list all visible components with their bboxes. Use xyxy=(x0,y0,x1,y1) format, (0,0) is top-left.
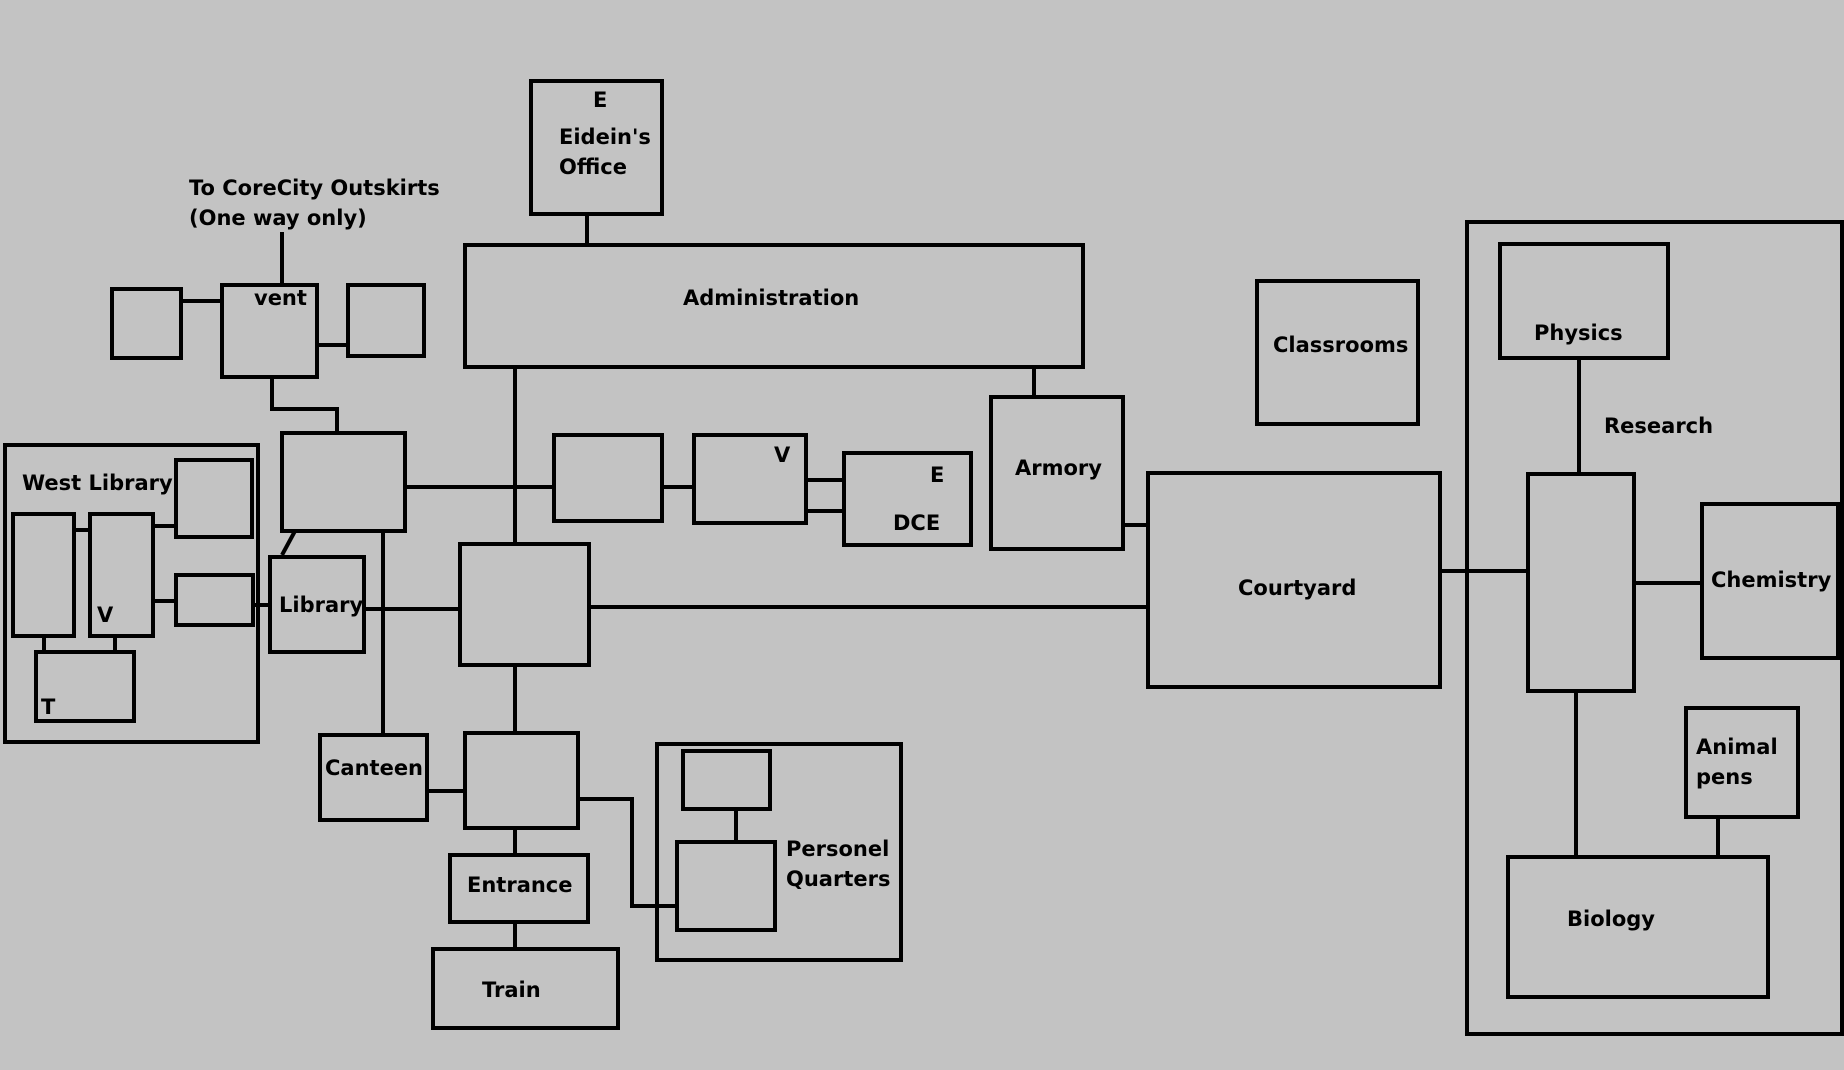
eidein-office-label-line1: Eidein's xyxy=(559,125,651,149)
physics-label: Physics xyxy=(1534,321,1623,345)
train-label: Train xyxy=(482,978,541,1002)
connector-lobby-quarters xyxy=(578,797,677,908)
courtyard-label: Courtyard xyxy=(1238,576,1356,600)
personel-quarters-label-line2: Quarters xyxy=(786,867,890,891)
west-library-t-label: T xyxy=(41,695,56,719)
chemistry-label: Chemistry xyxy=(1711,568,1832,592)
lobby-room[interactable] xyxy=(463,731,580,830)
vent-right-room[interactable] xyxy=(346,283,426,358)
administration-label: Administration xyxy=(683,286,859,310)
connector-vent-hub xyxy=(270,377,339,433)
armory-room[interactable] xyxy=(989,395,1125,551)
classrooms-room[interactable] xyxy=(1255,279,1420,426)
canteen-label: Canteen xyxy=(325,756,423,780)
labels: E Eidein's Office To CoreCity Outskirts … xyxy=(22,88,1832,1002)
connections xyxy=(42,214,1720,949)
entrance-room[interactable] xyxy=(448,853,590,924)
outskirts-label-line2: (One way only) xyxy=(189,206,367,230)
personel-quarters-wing[interactable] xyxy=(655,742,903,962)
animal-pens-room[interactable] xyxy=(1684,706,1800,819)
hall-room[interactable] xyxy=(552,433,664,523)
library-label: Library xyxy=(279,593,363,617)
west-library-left-cell[interactable] xyxy=(11,512,76,638)
vent-room[interactable] xyxy=(220,283,319,379)
hall-v-room[interactable] xyxy=(692,433,808,525)
biology-label: Biology xyxy=(1567,907,1655,931)
dce-marker-label: E xyxy=(930,463,944,487)
animal-pens-label-line1: Animal xyxy=(1696,735,1778,759)
research-hub-room[interactable] xyxy=(1526,472,1636,693)
vent-label: vent xyxy=(254,286,307,310)
west-library-t-room[interactable] xyxy=(34,650,136,723)
animal-pens-label-line2: pens xyxy=(1696,765,1753,789)
eidein-office-room[interactable] xyxy=(529,79,664,216)
train-room[interactable] xyxy=(431,947,620,1030)
courtyard-room[interactable] xyxy=(1146,471,1442,689)
dce-label: DCE xyxy=(893,511,940,535)
research-label: Research xyxy=(1604,414,1713,438)
west-library-v-label: V xyxy=(97,603,114,627)
west-library-small-room[interactable] xyxy=(174,573,255,627)
hub-room[interactable] xyxy=(280,431,407,533)
quarters-small-room[interactable] xyxy=(681,749,772,811)
administration-room[interactable] xyxy=(463,243,1085,369)
eidein-office-label-line2: Office xyxy=(559,155,627,179)
library-room[interactable] xyxy=(268,555,366,654)
dce-room[interactable] xyxy=(842,451,973,547)
west-library-v-room[interactable] xyxy=(88,512,155,638)
entrance-label: Entrance xyxy=(467,873,573,897)
rooms xyxy=(3,79,1844,1036)
personel-quarters-label-line1: Personel xyxy=(786,837,889,861)
quarters-room[interactable] xyxy=(675,840,777,932)
eidein-marker-label: E xyxy=(593,88,607,112)
classrooms-label: Classrooms xyxy=(1273,333,1408,357)
outskirts-label-line1: To CoreCity Outskirts xyxy=(189,176,440,200)
center-room[interactable] xyxy=(458,542,591,667)
west-library-top-room[interactable] xyxy=(174,458,254,539)
chemistry-room[interactable] xyxy=(1700,502,1840,660)
physics-room[interactable] xyxy=(1498,242,1670,360)
armory-label: Armory xyxy=(1015,456,1102,480)
canteen-room[interactable] xyxy=(318,733,429,822)
connector-hub-library xyxy=(280,530,297,556)
research-wing[interactable] xyxy=(1465,220,1844,1036)
west-library-wing[interactable] xyxy=(3,443,260,744)
hall-v-label: V xyxy=(774,443,791,467)
vent-left-room[interactable] xyxy=(110,287,183,360)
biology-room[interactable] xyxy=(1506,855,1770,999)
west-library-label: West Library xyxy=(22,471,173,495)
